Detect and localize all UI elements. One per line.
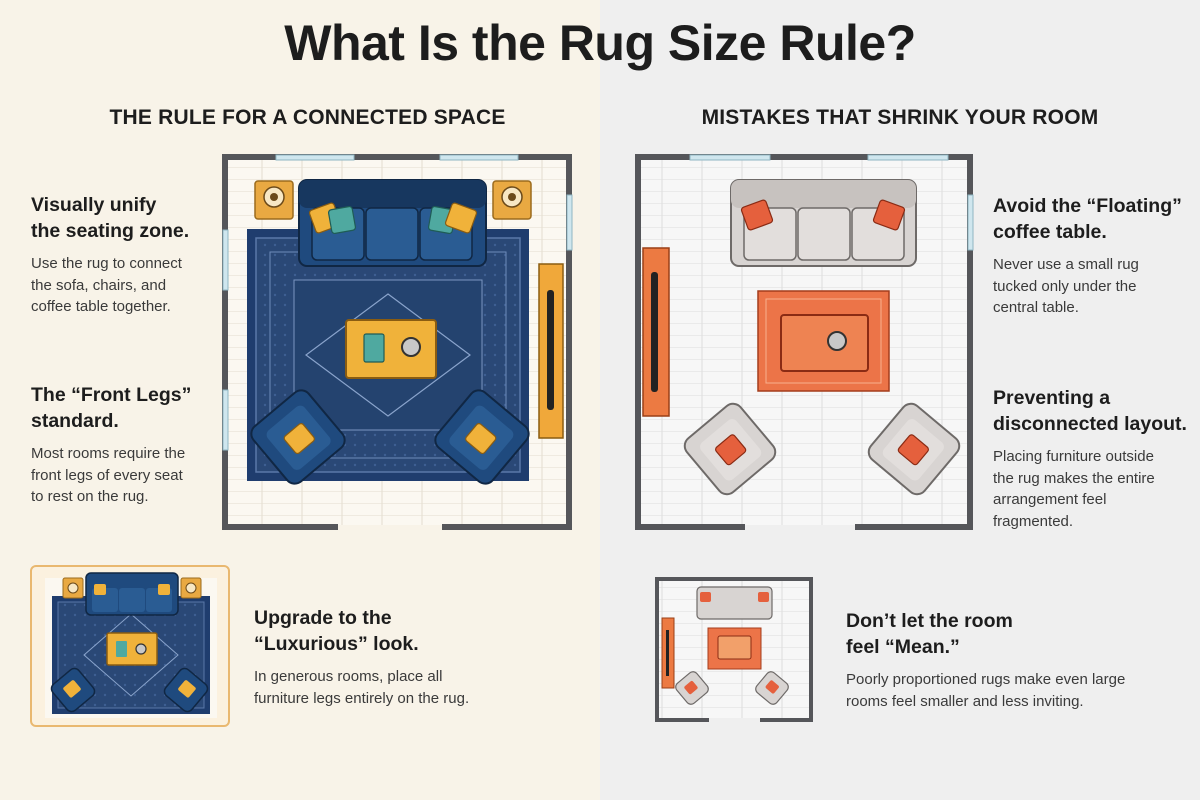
lamp-icon bbox=[67, 582, 197, 594]
walls bbox=[655, 577, 813, 722]
lamp-icon bbox=[263, 186, 523, 208]
armchair-icon bbox=[683, 402, 777, 496]
tip-title: The “Front Legs”standard. bbox=[31, 384, 192, 432]
right-heading: MISTAKES THAT SHRINK YOUR ROOM bbox=[701, 106, 1099, 129]
armchair-icon bbox=[50, 667, 96, 713]
tip-front-legs: The “Front Legs”standard. Most rooms req… bbox=[31, 382, 221, 508]
tv-console-icon bbox=[538, 263, 564, 439]
armchair-icon bbox=[434, 389, 530, 485]
tip-title: Upgrade to the“Luxurious” look. bbox=[254, 607, 419, 655]
sofa-icon bbox=[85, 572, 179, 616]
tip-title: Avoid the “Floating”coffee table. bbox=[993, 195, 1182, 243]
armchair-icon bbox=[163, 667, 209, 713]
sofa-icon bbox=[298, 179, 487, 267]
tip-floating-table: Avoid the “Floating”coffee table. Never … bbox=[993, 193, 1193, 319]
walls bbox=[222, 154, 572, 530]
window-icon bbox=[222, 154, 573, 451]
armchair-icon bbox=[675, 671, 709, 705]
coffee-table-icon bbox=[780, 314, 869, 372]
window-icon bbox=[689, 154, 974, 251]
armchair-icon bbox=[867, 402, 961, 496]
tip-luxurious: Upgrade to the“Luxurious” look. In gener… bbox=[254, 605, 554, 709]
coffee-table-icon bbox=[717, 635, 752, 660]
coffee-table-icon bbox=[106, 632, 158, 666]
tv-console-icon bbox=[642, 247, 670, 417]
sofa-icon bbox=[696, 586, 773, 620]
armchair-icon bbox=[755, 671, 789, 705]
sofa-icon bbox=[730, 179, 917, 267]
page-title: What Is the Rug Size Rule? bbox=[284, 15, 916, 71]
left-heading: THE RULE FOR A CONNECTED SPACE bbox=[109, 106, 506, 129]
tv-console-icon bbox=[661, 617, 675, 689]
tip-description: Poorly proportioned rugs make even large… bbox=[846, 671, 1126, 710]
walls bbox=[635, 154, 973, 530]
armchair-icon bbox=[250, 389, 346, 485]
coffee-table-icon bbox=[345, 319, 437, 379]
